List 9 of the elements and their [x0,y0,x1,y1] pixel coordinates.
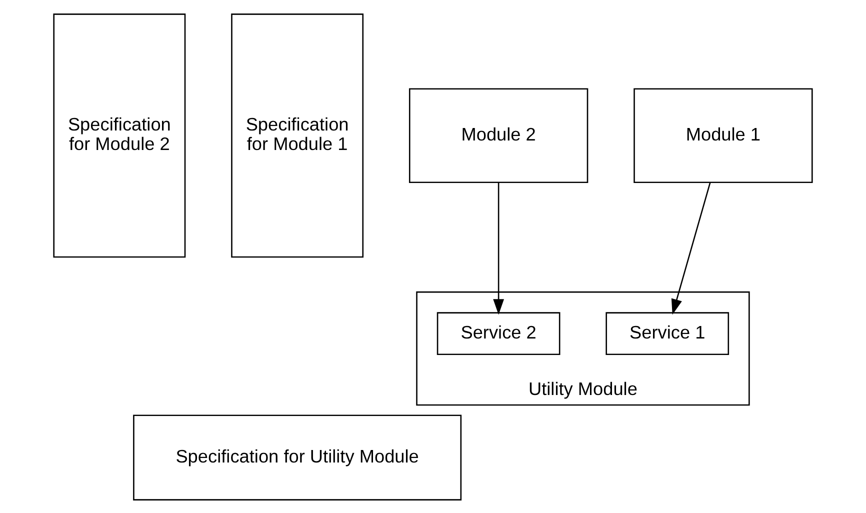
node-box: Module 2 [408,88,588,182]
arrow [671,182,711,314]
node-box: Service 2 [436,312,560,355]
node-box: Specification for Module 2 [53,13,186,258]
arrow [493,182,504,314]
node-box: Specification for Module 1 [231,13,364,258]
node-box: Service 1 [606,312,730,355]
node-box: Specification for Utility Module [133,414,462,500]
node-box: Module 1 [634,88,813,182]
